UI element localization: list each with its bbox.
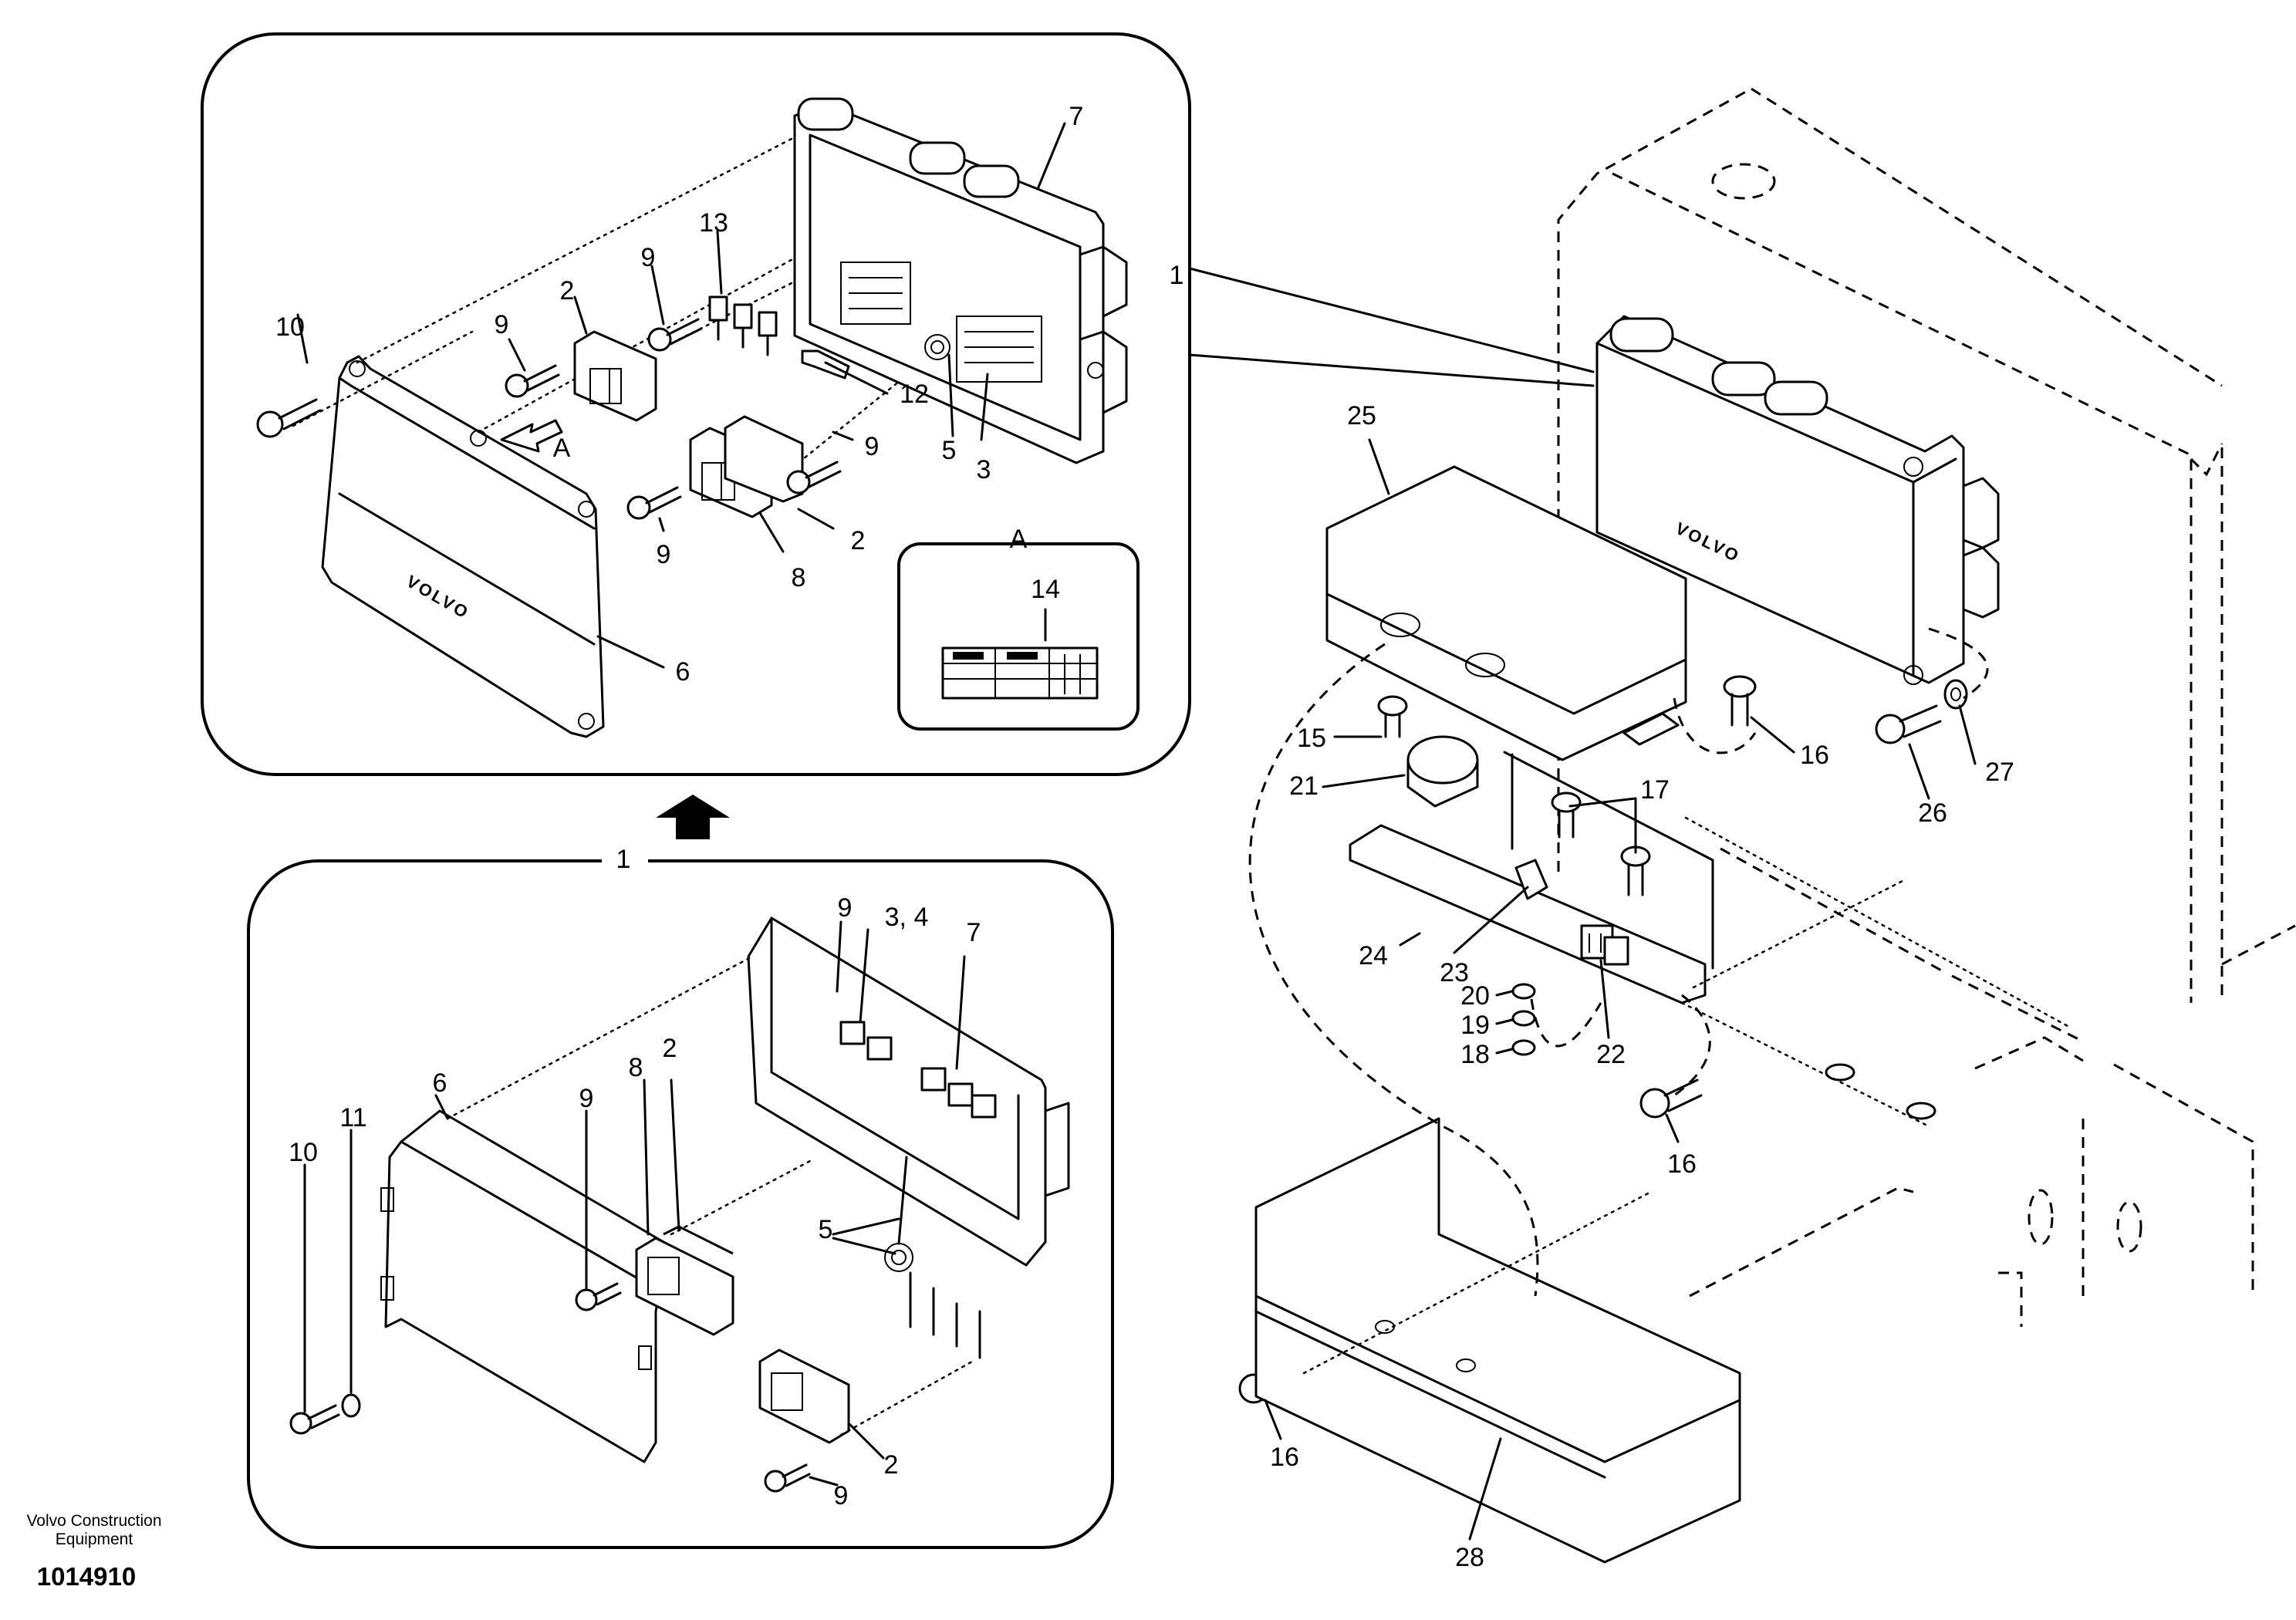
bolt-part-17-a bbox=[1551, 791, 1582, 839]
callout-bot-7: 7 bbox=[967, 918, 981, 947]
screw-part-9-d bbox=[626, 486, 682, 520]
callout-top-8: 8 bbox=[792, 563, 806, 592]
callout-view-a-label: A bbox=[1010, 525, 1028, 554]
screw-part-9-c bbox=[786, 461, 842, 494]
callout-main-20: 20 bbox=[1460, 981, 1490, 1011]
callout-bot-34: 3, 4 bbox=[885, 903, 929, 932]
callout-bot-10: 10 bbox=[289, 1138, 318, 1167]
footer-company-line-1: Volvo Construction bbox=[26, 1512, 161, 1530]
callout-top-10: 10 bbox=[275, 312, 305, 342]
bottom-detail-panel: 1 9 3, 4 7 6 8 2 9 11 10 5 2 9 bbox=[247, 845, 1114, 1549]
bolt-part-16-b bbox=[1639, 1078, 1703, 1119]
up-arrow-icon bbox=[656, 795, 730, 839]
drawing-number: 1014910 bbox=[37, 1562, 136, 1591]
callout-top-9d: 9 bbox=[657, 540, 671, 569]
callout-main-25: 25 bbox=[1347, 401, 1376, 430]
bolt-part-17-b bbox=[1620, 845, 1651, 896]
callout-main-23: 23 bbox=[1440, 958, 1469, 987]
callout-main-16c: 16 bbox=[1270, 1443, 1299, 1472]
clip-part-12 bbox=[801, 349, 850, 380]
screw-part-9-bottom-b bbox=[764, 1463, 811, 1493]
callout-bot-9a: 9 bbox=[838, 893, 853, 923]
component-part-23 bbox=[1514, 859, 1548, 900]
callout-top-9a: 9 bbox=[495, 310, 509, 339]
callout-bot-5: 5 bbox=[819, 1215, 833, 1244]
callout-top-12: 12 bbox=[900, 380, 929, 409]
cover-part-25 bbox=[1325, 465, 1687, 761]
relay-part-2-top-b bbox=[724, 415, 804, 503]
top-detail-panel: VOLVO bbox=[201, 32, 1191, 776]
callout-top-9c: 9 bbox=[865, 432, 880, 461]
bolt-part-15 bbox=[1377, 695, 1408, 738]
washer-part-19 bbox=[1511, 1010, 1536, 1027]
callout-main-17: 17 bbox=[1640, 775, 1670, 805]
bolt-part-16-a bbox=[1723, 675, 1757, 727]
connector-part-22 bbox=[1580, 924, 1629, 966]
callout-bot-8: 8 bbox=[629, 1053, 643, 1082]
callout-main-18: 18 bbox=[1460, 1040, 1490, 1069]
callout-main-27: 27 bbox=[1985, 758, 2014, 787]
pins bbox=[1825, 1063, 1936, 1120]
callout-top-5: 5 bbox=[942, 436, 957, 465]
callout-bot-2a: 2 bbox=[663, 1034, 677, 1063]
callout-main-16b: 16 bbox=[1667, 1149, 1697, 1179]
control-box-part-7-bottom bbox=[747, 916, 1070, 1359]
view-arrow-a bbox=[500, 419, 563, 453]
cover-part-6: VOLVO bbox=[321, 355, 605, 738]
screw-part-9-b bbox=[647, 318, 703, 352]
callout-bot-1: 1 bbox=[616, 845, 631, 874]
callout-main-26: 26 bbox=[1918, 798, 1947, 828]
callout-main-28: 28 bbox=[1455, 1543, 1484, 1572]
callout-top-9b: 9 bbox=[641, 243, 656, 272]
callout-bot-2b: 2 bbox=[884, 1450, 899, 1480]
callout-main-16a: 16 bbox=[1800, 741, 1829, 770]
arrow-a-label: A bbox=[553, 434, 571, 463]
callout-bot-9c: 9 bbox=[834, 1481, 849, 1510]
screw-part-10-top bbox=[256, 398, 322, 438]
screw-part-9-bottom-a bbox=[575, 1282, 622, 1311]
callout-top-14: 14 bbox=[1031, 575, 1060, 604]
callout-main-24: 24 bbox=[1359, 941, 1388, 970]
washer-part-18 bbox=[1511, 1039, 1536, 1056]
callout-top-2b: 2 bbox=[851, 526, 866, 555]
callout-main-21: 21 bbox=[1289, 771, 1319, 801]
relay-part-2-top bbox=[573, 330, 657, 422]
callout-main-1: 1 bbox=[1170, 261, 1184, 290]
callout-main-15: 15 bbox=[1297, 724, 1326, 753]
label-inset-view-a bbox=[897, 542, 1140, 731]
nut-part-20 bbox=[1511, 983, 1536, 1000]
callout-bot-11: 11 bbox=[339, 1103, 366, 1132]
callout-main-22: 22 bbox=[1596, 1040, 1626, 1069]
control-box-assembly-part-1: VOLVO bbox=[1595, 315, 2000, 685]
fuse-part-13 bbox=[708, 295, 778, 356]
callout-top-6: 6 bbox=[676, 657, 690, 687]
screw-part-10-bottom bbox=[289, 1404, 340, 1435]
callout-top-13: 13 bbox=[699, 208, 728, 238]
callout-top-7: 7 bbox=[1069, 102, 1084, 131]
machine-frame-outline bbox=[1557, 87, 1752, 872]
callout-main-19: 19 bbox=[1460, 1011, 1490, 1040]
callout-top-3: 3 bbox=[977, 455, 991, 484]
washer-part-11 bbox=[341, 1393, 361, 1418]
footer-company-line-2: Equipment bbox=[56, 1531, 133, 1548]
sheet-footer: Volvo Construction Equipment 1014910 bbox=[26, 1512, 161, 1591]
main-assembly: VOLVO bbox=[1170, 87, 2296, 1572]
callout-bot-9b: 9 bbox=[579, 1084, 594, 1113]
relay-part-21 bbox=[1406, 735, 1479, 808]
screw-part-9-a bbox=[505, 364, 560, 398]
callout-bot-6: 6 bbox=[433, 1068, 447, 1098]
callout-top-2a: 2 bbox=[560, 276, 575, 305]
control-box-part-7 bbox=[793, 97, 1128, 464]
cover-part-28 bbox=[1254, 1117, 1741, 1564]
washer-part-27 bbox=[1943, 679, 1968, 710]
bolt-part-26 bbox=[1875, 704, 1942, 744]
relay-part-2-bottom-a bbox=[635, 1237, 734, 1336]
